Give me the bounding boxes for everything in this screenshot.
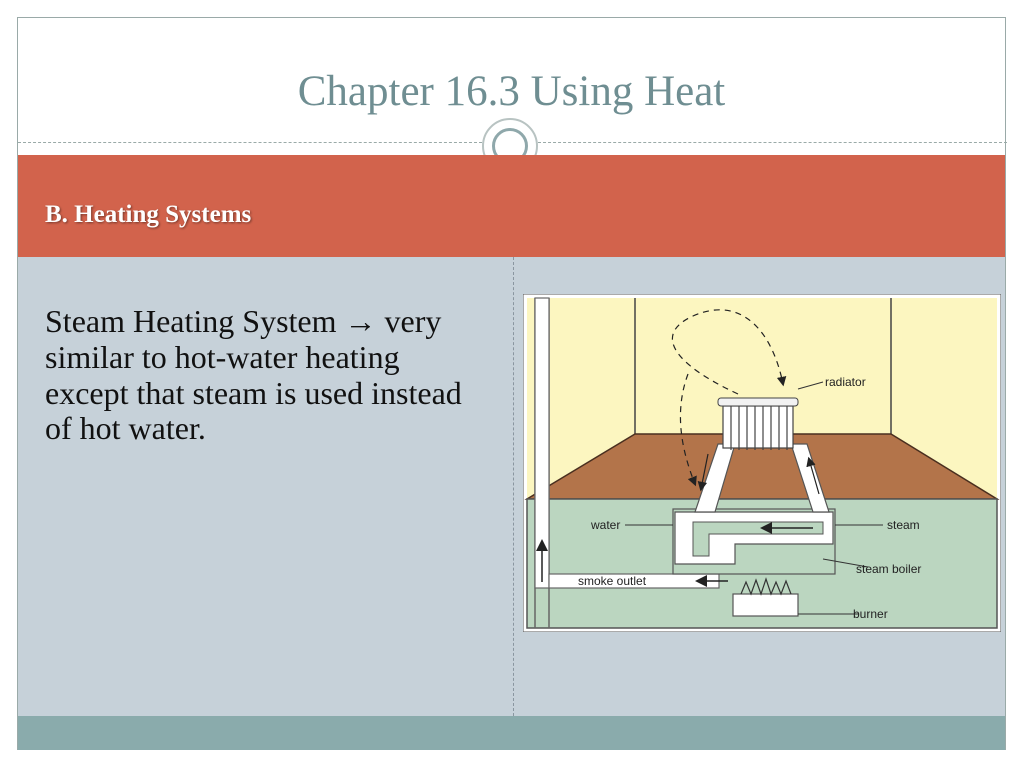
supply-arrow bbox=[806, 456, 820, 495]
radiator bbox=[722, 405, 794, 449]
label-burner: burner bbox=[853, 607, 888, 621]
return-arrow bbox=[697, 453, 709, 492]
body-text-lead: Steam Heating System bbox=[45, 303, 345, 339]
body-text: Steam Heating System → very similar to h… bbox=[45, 303, 485, 447]
convection-loop-upper bbox=[672, 309, 787, 395]
footer-band bbox=[18, 716, 1005, 750]
diagram-svg: radiator water steam smoke outlet steam … bbox=[522, 293, 1002, 633]
supply-pipe bbox=[790, 443, 830, 513]
label-smoke-outlet: smoke outlet bbox=[578, 574, 647, 588]
label-steam: steam bbox=[887, 518, 920, 532]
body-text-rest: very similar to hot-water heating except… bbox=[45, 303, 462, 447]
burner bbox=[732, 593, 799, 617]
steam-heating-diagram: radiator water steam smoke outlet steam … bbox=[522, 293, 1002, 633]
radiator-leader bbox=[797, 381, 824, 390]
radiator-fins bbox=[730, 398, 788, 450]
steam-boiler-leader bbox=[822, 558, 869, 568]
label-steam-boiler: steam boiler bbox=[856, 562, 921, 576]
section-heading: B. Heating Systems bbox=[45, 201, 252, 228]
chimney-channel bbox=[534, 297, 550, 589]
label-radiator: radiator bbox=[825, 375, 866, 389]
right-arrow-icon: → bbox=[344, 303, 377, 339]
label-water: water bbox=[590, 518, 620, 532]
title-divider-right bbox=[538, 142, 1007, 143]
content-area: Steam Heating System → very similar to h… bbox=[18, 257, 1005, 716]
section-band: B. Heating Systems bbox=[18, 155, 1005, 257]
title-divider-left bbox=[18, 142, 482, 143]
column-divider bbox=[513, 257, 514, 716]
slide: Chapter 16.3 Using Heat B. Heating Syste… bbox=[17, 17, 1007, 750]
slide-title: Chapter 16.3 Using Heat bbox=[297, 68, 726, 115]
radiator-top bbox=[717, 397, 799, 407]
boiler-water bbox=[692, 521, 824, 557]
convection-loop-lower bbox=[679, 373, 697, 487]
flame-icon bbox=[740, 577, 792, 596]
